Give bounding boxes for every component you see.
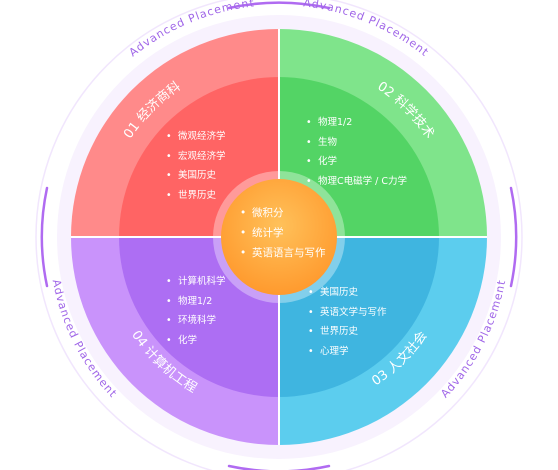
list-item: 世界历史: [308, 322, 387, 342]
ring-accent-left: [40, 186, 49, 288]
list-item: 计算机科学: [166, 272, 226, 292]
q4-course-list: 计算机科学 物理1/2 环境科学 化学: [166, 272, 226, 350]
list-item: 物理1/2: [166, 292, 226, 312]
list-item: 英语语言与写作: [240, 243, 360, 263]
center-course-list: 微积分 统计学 英语语言与写作: [240, 203, 360, 263]
ring-accent-top: [227, 1, 331, 10]
list-item: 美国历史: [308, 283, 387, 303]
list-item: 统计学: [240, 223, 360, 243]
q3-course-list: 美国历史 英语文学与写作 世界历史 心理学: [308, 283, 387, 361]
ring-accent-bottom: [227, 464, 331, 470]
list-item: 心理学: [308, 342, 387, 362]
list-item: 化学: [306, 152, 407, 172]
q2-course-list: 物理1/2 生物 化学 物理C电磁学 / C力学: [306, 113, 407, 191]
list-item: 物理C电磁学 / C力学: [306, 172, 407, 192]
list-item: 物理1/2: [306, 113, 407, 133]
list-item: 世界历史: [166, 186, 226, 206]
list-item: 生物: [306, 133, 407, 153]
list-item: 宏观经济学: [166, 147, 226, 167]
list-item: 环境科学: [166, 311, 226, 331]
list-item: 美国历史: [166, 166, 226, 186]
list-item: 微观经济学: [166, 127, 226, 147]
list-item: 微积分: [240, 203, 360, 223]
list-item: 化学: [166, 331, 226, 351]
q1-course-list: 微观经济学 宏观经济学 美国历史 世界历史: [166, 127, 226, 205]
ring-accent-right: [509, 186, 518, 288]
outer-ring: [35, 0, 523, 470]
list-item: 英语文学与写作: [308, 303, 387, 323]
